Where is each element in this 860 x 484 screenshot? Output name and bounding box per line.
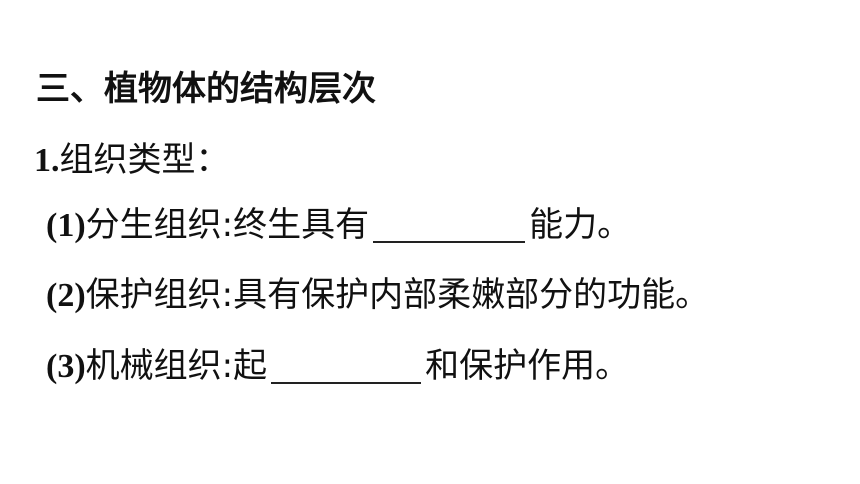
list-item-mechanical-tissue: (3)机械组织:起 和保护作用。 bbox=[46, 348, 629, 384]
item-text-after-blank: 能力。 bbox=[529, 205, 632, 245]
subsection-label: 组织类型： bbox=[59, 140, 230, 180]
item-text-after-blank: 和保护作用。 bbox=[425, 346, 630, 386]
fill-in-blank[interactable] bbox=[373, 207, 526, 243]
item-name: 机械组织 bbox=[85, 346, 222, 386]
item-name: 保护组织 bbox=[85, 275, 222, 315]
item-number: (3) bbox=[46, 348, 86, 385]
section-heading: 三、植物体的结构层次 bbox=[36, 69, 376, 109]
item-number: (1) bbox=[46, 207, 86, 244]
list-item-protective-tissue: (2)保护组织:具有保护内部柔嫩部分的功能。 bbox=[46, 278, 709, 313]
item-colon: : bbox=[221, 205, 234, 245]
item-name: 分生组织 bbox=[85, 205, 222, 245]
list-item-meristematic-tissue: (1)分生组织:终生具有 能力。 bbox=[46, 207, 631, 243]
fill-in-blank[interactable] bbox=[271, 348, 422, 384]
subsection-title: 1.组织类型： bbox=[34, 143, 230, 178]
item-text: 具有保护内部柔嫩部分的功能。 bbox=[233, 275, 710, 315]
subsection-number: 1. bbox=[34, 142, 60, 179]
item-colon: : bbox=[221, 346, 234, 386]
item-number: (2) bbox=[46, 277, 86, 314]
item-text-before-blank: 终生具有 bbox=[233, 205, 370, 245]
item-colon: : bbox=[221, 275, 234, 315]
item-text-before-blank: 起 bbox=[233, 346, 268, 386]
